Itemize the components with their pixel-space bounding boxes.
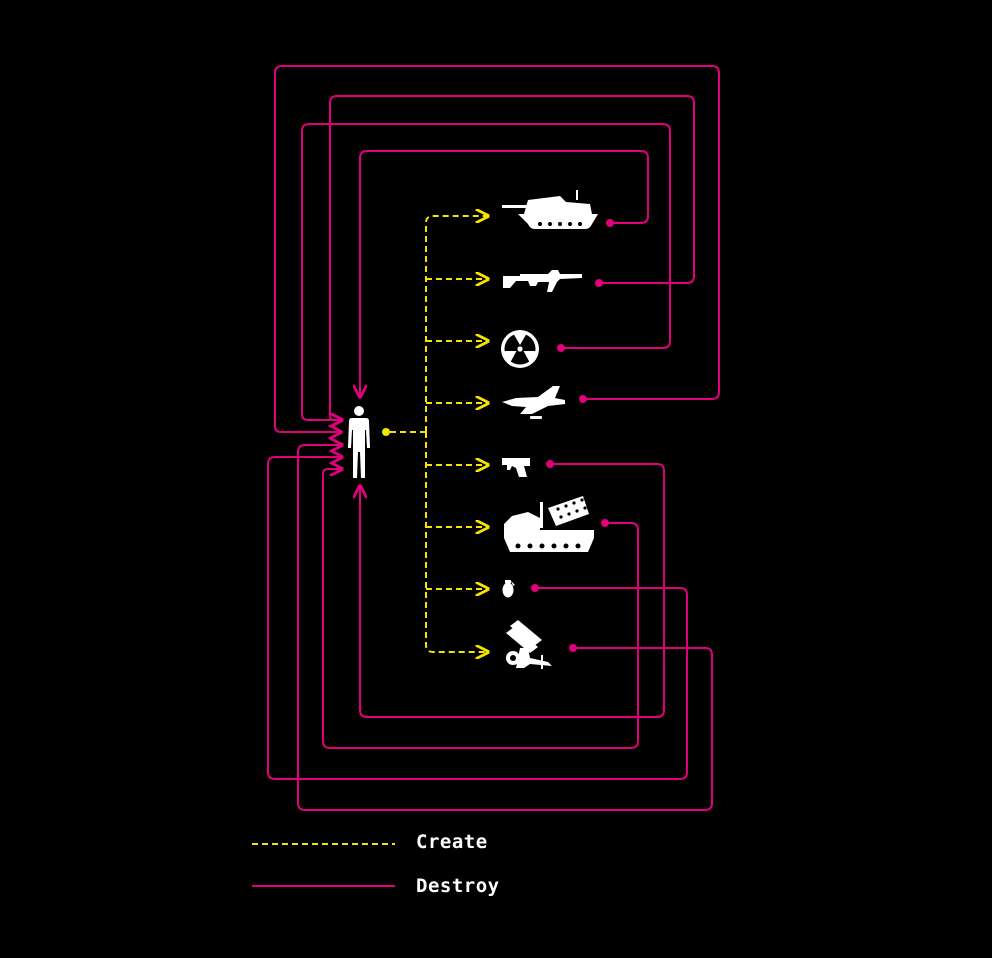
destroy-edges xyxy=(267,65,720,811)
destroy-edge-tank xyxy=(360,150,649,397)
destroy-edge-rocket-launcher xyxy=(322,469,639,749)
legend-destroy-label: Destroy xyxy=(416,875,500,897)
destroy-edge-nuclear xyxy=(301,123,671,420)
tank-icon xyxy=(502,190,598,229)
destroy-edge-pistol xyxy=(360,463,665,718)
dot-jet xyxy=(579,395,587,403)
create-edge-tank xyxy=(425,216,488,432)
human-figure-icon xyxy=(348,406,370,478)
rifle-icon xyxy=(503,270,582,292)
dot-nuclear xyxy=(557,344,565,352)
missile-launcher-icon xyxy=(506,620,552,669)
grenade-icon xyxy=(502,580,515,598)
dot-tank xyxy=(606,219,614,227)
destroy-start-dots xyxy=(531,219,614,652)
create-edges xyxy=(390,216,488,652)
dot-rifle xyxy=(595,279,603,287)
destroy-edge-jet xyxy=(274,65,720,432)
radiation-icon xyxy=(501,330,539,368)
rocket-launcher-vehicle-icon xyxy=(504,496,594,552)
dot-rocket-launcher xyxy=(601,519,609,527)
legend-create-label: Create xyxy=(416,831,488,853)
create-edge-missile-launcher xyxy=(425,432,488,652)
destroy-edge-missile-launcher xyxy=(297,445,713,811)
fighter-jet-icon xyxy=(502,386,565,419)
dot-pistol xyxy=(546,460,554,468)
destroy-edge-grenade xyxy=(267,457,688,780)
destroy-edge-rifle xyxy=(329,95,695,420)
dot-grenade xyxy=(531,584,539,592)
pistol-icon xyxy=(502,458,530,477)
dot-missile-launcher xyxy=(569,644,577,652)
create-start-dot xyxy=(382,428,390,436)
